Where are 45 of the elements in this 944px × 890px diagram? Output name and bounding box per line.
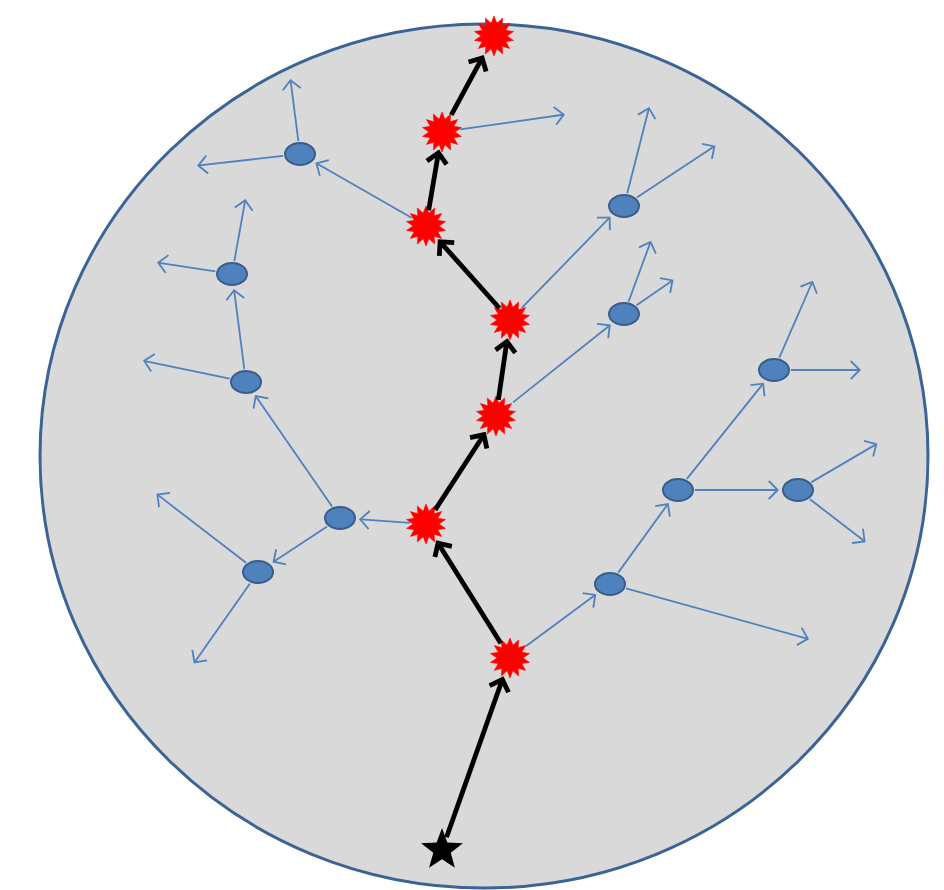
arrow — [444, 676, 511, 838]
arrow — [810, 440, 878, 483]
burst-marker — [406, 205, 446, 247]
arrow — [627, 240, 657, 303]
burst-marker — [474, 15, 514, 57]
burst-marker — [476, 395, 516, 437]
arrow — [432, 540, 503, 645]
arrow — [315, 159, 413, 219]
arrow — [626, 106, 657, 195]
arrow — [433, 431, 490, 512]
arrow — [625, 587, 810, 646]
arrow — [694, 480, 779, 500]
arrow — [281, 78, 302, 142]
arrow — [512, 323, 611, 404]
arrow — [425, 149, 449, 211]
circle-background — [38, 22, 930, 890]
burst-marker — [406, 503, 446, 545]
arrow — [685, 382, 766, 480]
burst-marker — [490, 637, 530, 679]
arrow — [459, 106, 566, 131]
burst-marker — [422, 111, 462, 153]
arrow — [191, 582, 251, 664]
arrow — [156, 492, 247, 564]
arrow — [142, 353, 231, 380]
arrow — [358, 510, 411, 530]
arrow — [520, 216, 611, 309]
arrow — [252, 395, 333, 508]
arrow — [197, 154, 285, 175]
arrow — [156, 254, 217, 274]
arrow — [436, 239, 502, 310]
arrow — [449, 55, 489, 116]
arrow — [635, 277, 674, 307]
star-marker — [421, 828, 463, 868]
arrow — [809, 498, 866, 544]
arrow — [635, 142, 716, 199]
arrow — [525, 592, 597, 647]
arrow — [272, 525, 329, 566]
burst-marker — [490, 299, 530, 341]
arrow — [233, 198, 254, 262]
arrow — [778, 280, 818, 359]
arrow — [494, 338, 518, 401]
arrow — [225, 288, 246, 370]
arrow — [790, 360, 861, 380]
arrow — [617, 502, 671, 574]
ellipse-node — [608, 302, 640, 326]
